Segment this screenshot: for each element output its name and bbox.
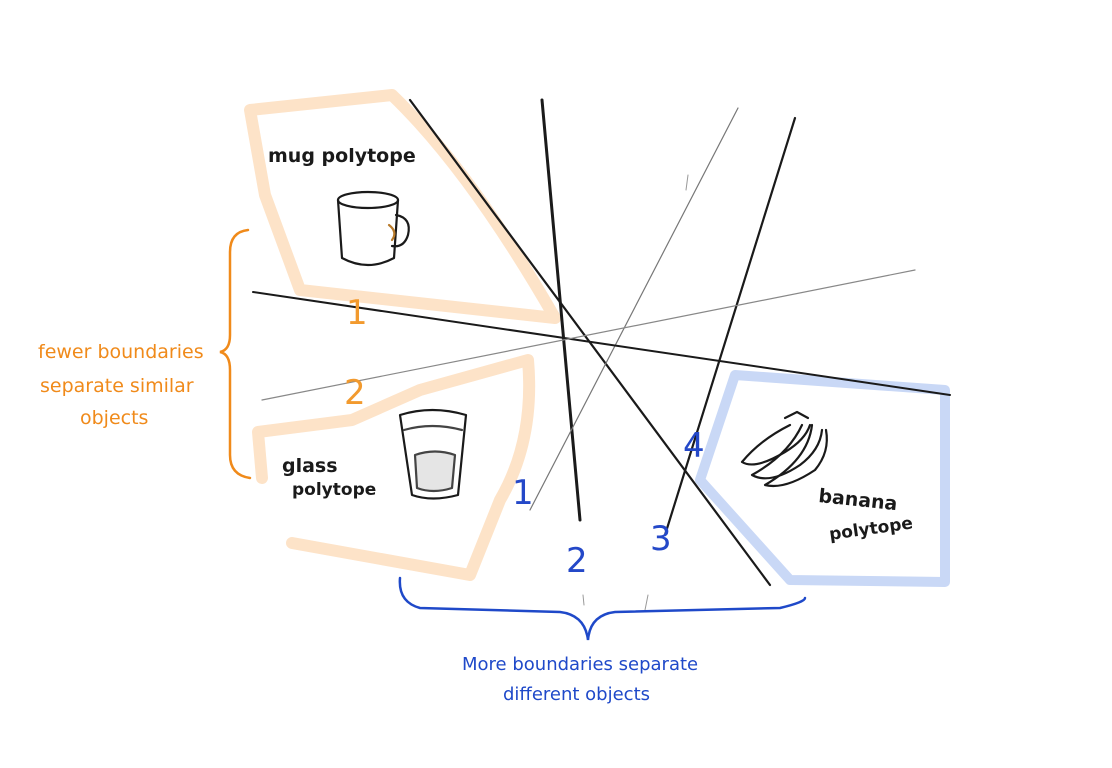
glass-polytope-region xyxy=(252,354,536,581)
more-boundaries-brace xyxy=(398,576,807,641)
more-boundaries-text-line2: different objects xyxy=(503,684,650,705)
banana-polytope-region xyxy=(695,370,950,587)
glass-icon xyxy=(398,408,468,500)
fewer-boundaries-text-line2: separate similar xyxy=(40,375,194,397)
boundary-line xyxy=(529,107,739,511)
glass-polytope-label-line1: glass xyxy=(282,455,338,477)
banana-polytope-label-line1: banana xyxy=(817,485,898,515)
mug-polytope-label: mug polytope xyxy=(268,145,416,167)
boundary-tick xyxy=(685,174,689,191)
orange-boundary-number: 1 xyxy=(346,293,368,333)
mug-polytope-region xyxy=(244,89,561,324)
boundary-line xyxy=(540,98,582,522)
boundary-line xyxy=(252,291,951,396)
boundary-tick xyxy=(644,594,649,611)
orange-boundary-number: 2 xyxy=(344,373,366,413)
banana-polytope-label-line2: polytope xyxy=(828,513,914,545)
blue-boundary-number: 1 xyxy=(512,473,534,513)
boundary-lines xyxy=(252,98,951,611)
blue-boundary-number: 2 xyxy=(566,541,588,581)
more-boundaries-text-line1: More boundaries separate xyxy=(462,654,698,675)
blue-boundary-number: 3 xyxy=(650,519,672,559)
boundary-line xyxy=(261,269,916,401)
fewer-boundaries-text-line3: objects xyxy=(80,407,148,429)
boundary-line xyxy=(663,116,797,537)
blue-boundary-number: 4 xyxy=(683,426,705,466)
fewer-boundaries-brace xyxy=(219,228,252,480)
fewer-boundaries-text-line1: fewer boundaries xyxy=(38,341,204,363)
glass-polytope-label-line2: polytope xyxy=(292,480,376,500)
banana-icon xyxy=(740,410,828,488)
mug-icon xyxy=(336,190,410,267)
boundary-tick xyxy=(582,594,585,606)
